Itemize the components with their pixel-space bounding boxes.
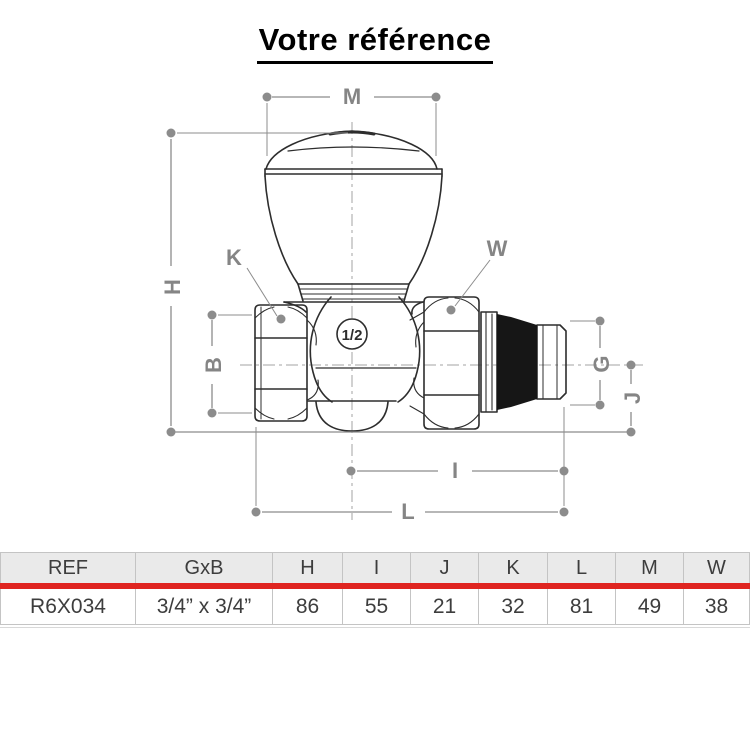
label-I: I [452,458,458,483]
label-K: K [226,245,242,270]
page-title-text: Votre référence [256,22,494,64]
header-gxb: GxB [136,553,273,583]
cell-w: 38 [684,589,750,625]
union-hex-nut [409,296,480,430]
dimension-H [170,132,348,426]
leader-K [246,267,278,317]
header-ref: REF [0,553,136,583]
leader-W [454,259,491,307]
female-hex-nut [254,304,308,422]
spec-table-header-row: REF GxB H I J K L M W [0,552,750,583]
valve-knob [264,130,443,303]
label-W: W [487,236,508,261]
cell-gxb: 3/4” x 3/4” [136,589,273,625]
valve-body [283,296,425,432]
dimension-I [357,407,565,506]
table-bottom-line [0,625,750,628]
cell-k: 32 [479,589,548,625]
cell-ref: R6X034 [0,589,136,625]
label-H: H [160,279,185,295]
size-stamp: 1/2 [336,318,368,350]
spec-table-data-row: R6X034 3/4” x 3/4” 86 55 21 32 81 49 38 [0,589,750,625]
dimension-M [266,96,437,156]
header-l: L [548,553,616,583]
thread-band [497,314,537,410]
size-stamp-text: 1/2 [342,327,363,344]
label-J: J [620,392,645,404]
cell-m: 49 [616,589,684,625]
cell-l: 81 [548,589,616,625]
header-i: I [343,553,411,583]
dimension-L [255,427,558,513]
dimension-G [570,320,601,406]
label-B: B [201,357,226,373]
label-M: M [343,84,361,109]
header-m: M [616,553,684,583]
spec-table: REF GxB H I J K L M W R6X034 3/4” x 3/4”… [0,552,750,628]
label-G: G [589,355,614,372]
valve-technical-drawing: 1/2 [160,84,645,524]
dimension-dots [166,92,636,517]
page-title: Votre référence [0,22,750,64]
label-L: L [401,499,414,524]
red-accent-band [0,583,750,589]
cell-j: 21 [411,589,479,625]
dimension-lines [170,96,632,513]
header-k: K [479,553,548,583]
centerlines [240,122,643,520]
header-w: W [684,553,750,583]
header-j: J [411,553,479,583]
cell-h: 86 [273,589,343,625]
dimension-B [211,314,252,414]
cell-i: 55 [343,589,411,625]
dimension-labels: M H K B W G J I L [160,84,645,524]
header-h: H [273,553,343,583]
